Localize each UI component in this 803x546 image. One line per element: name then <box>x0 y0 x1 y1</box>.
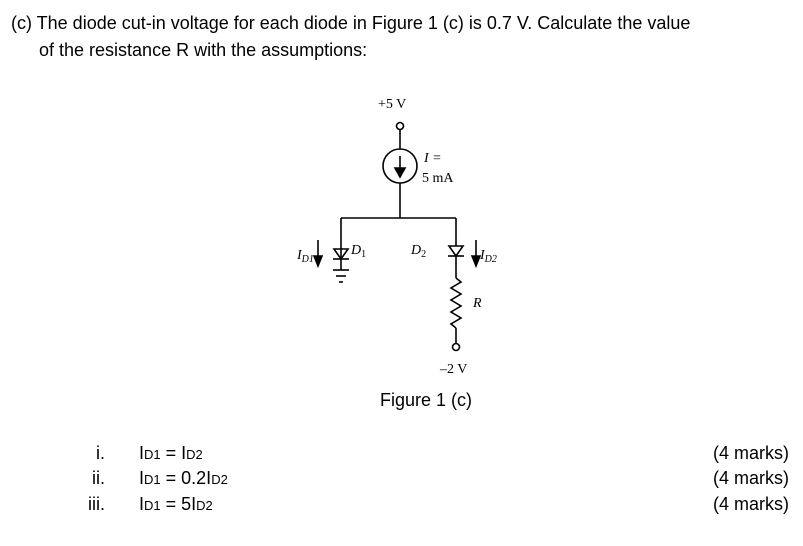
item-number: i. <box>96 443 105 463</box>
assumption-item: ii. ID1 = 0.2ID2 (4 marks) <box>0 468 803 494</box>
item-equation: ID1 = 5ID2 <box>139 494 213 514</box>
item-equation: ID1 = ID2 <box>139 443 203 463</box>
supply-top-label: +5 V <box>378 97 406 112</box>
supply-bottom-label: –2 V <box>439 362 467 377</box>
item-number: ii. <box>92 468 105 488</box>
top-terminal <box>395 121 405 131</box>
item-marks: (4 marks) <box>713 494 789 514</box>
id2-label: ID2 <box>479 248 497 265</box>
circuit-diagram: +5 V I = 5 mA ID1 D1 D2 ID2 R –2 V <box>296 97 497 377</box>
question-line-1: (c) The diode cut-in voltage for each di… <box>11 13 691 33</box>
current-value: 5 mA <box>422 171 454 186</box>
bottom-terminal <box>451 342 461 352</box>
item-marks: (4 marks) <box>713 443 789 463</box>
d2-symbol <box>447 245 465 258</box>
id1-label: ID1 <box>296 248 314 265</box>
d1-label: D1 <box>350 243 366 260</box>
item-number: iii. <box>88 494 105 514</box>
d1-symbol <box>332 248 350 261</box>
question-text: (c) The diode cut-in voltage for each di… <box>11 10 801 64</box>
d2-label: D2 <box>410 243 426 260</box>
resistor-symbol <box>449 277 463 329</box>
item-equation: ID1 = 0.2ID2 <box>139 468 228 488</box>
question-line-2: of the resistance R with the assumptions… <box>39 40 368 60</box>
item-marks: (4 marks) <box>713 468 789 488</box>
resistor-label: R <box>472 296 482 311</box>
figure-caption: Figure 1 (c) <box>380 390 473 410</box>
assumption-item: iii. ID1 = 5ID2 (4 marks) <box>0 494 803 520</box>
current-label: I = <box>423 151 442 166</box>
assumption-item: i. ID1 = ID2 (4 marks) <box>0 443 803 469</box>
